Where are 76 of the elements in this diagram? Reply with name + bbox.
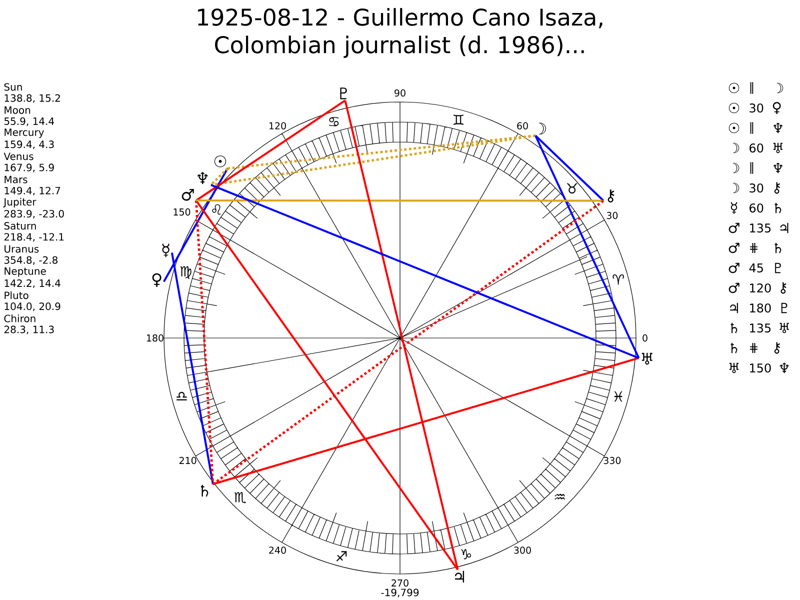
degree-label: 270	[392, 579, 408, 587]
aspect-symbol: ∥	[750, 162, 754, 174]
planet-symbol: ⚷	[780, 282, 786, 294]
planet-symbol: ♅	[773, 142, 783, 154]
planet-symbol: ☽	[732, 142, 740, 154]
coordinates-text: 138.8, 15.2	[4, 94, 60, 103]
planet-symbol: ☉	[728, 122, 740, 134]
degree-label: 0	[642, 334, 648, 342]
aspect-symbol: 30	[750, 183, 764, 193]
planet-name: Mars	[4, 176, 28, 184]
planet-symbol: ♂	[728, 262, 740, 274]
aspect-symbol: 135	[750, 323, 771, 333]
planet-symbol: ♄	[774, 202, 782, 214]
planet-name: Pluto	[4, 291, 28, 300]
planet-symbol: ☽	[732, 182, 740, 194]
planet-name: Saturn	[4, 222, 36, 230]
value-label: -19,799	[381, 588, 419, 598]
planet-symbol: ♆	[773, 122, 782, 134]
planet-symbol: ☉	[728, 82, 740, 94]
coordinates-text: 55.9, 14.4	[4, 117, 54, 126]
aspect-symbol: 60	[750, 143, 764, 153]
coordinates-text: 142.2, 14.4	[4, 279, 60, 288]
planet-symbol: ☉	[728, 102, 740, 114]
planet-symbol: ⚷	[774, 182, 780, 194]
coordinates-text: 159.4, 4.3	[4, 140, 54, 150]
aspect-symbol: 180	[750, 303, 771, 313]
aspect-symbol: ⋕	[750, 243, 758, 253]
planet-symbol: ♃	[780, 222, 788, 234]
aspect-symbol: 30	[750, 103, 764, 113]
coordinates-text: 104.0, 20.9	[4, 302, 60, 312]
planet-symbol: ♅	[729, 362, 739, 374]
planet-symbol: ♄	[730, 322, 738, 334]
planet-symbol: ♂	[728, 222, 740, 234]
planet-symbol: ♂	[728, 242, 740, 254]
coordinates-text: 167.9, 5.9	[4, 164, 54, 172]
planet-glyph: ♅	[642, 352, 652, 365]
coordinates-text: 218.4, -12.1	[4, 233, 64, 242]
planet-symbol: ♂	[728, 282, 740, 294]
planet-symbol: ☽	[732, 162, 740, 174]
coordinates-text: 28.3, 11.3	[4, 326, 54, 334]
coordinates-text: 354.8, -2.8	[4, 256, 58, 265]
planet-symbol: ♆	[780, 362, 789, 374]
planet-symbol: ♇	[781, 302, 788, 314]
planet-glyph: ♀	[152, 273, 162, 287]
planet-symbol: ♄	[774, 242, 782, 254]
planet-symbol: ♀	[772, 102, 781, 114]
coordinates-text: 149.4, 12.7	[4, 186, 60, 196]
aspect-symbol: 120	[750, 283, 771, 293]
planet-symbol: ♄	[730, 342, 738, 354]
planet-symbol: ☽	[776, 82, 784, 94]
chart-title: 1925-08-12 - Guillermo Cano Isaza, Colombian journalist (d. 1986)...	[198, 8, 602, 58]
planet-symbol: ⚷	[774, 342, 780, 354]
planet-name: Moon	[4, 106, 30, 114]
planet-name: Mercury	[4, 128, 44, 138]
planet-name: Uranus	[4, 245, 39, 253]
planet-symbol: ♇	[775, 262, 781, 274]
planet-symbol: ♃	[730, 302, 738, 314]
aspect-symbol: 150	[750, 363, 771, 373]
planet-name: Venus	[4, 152, 34, 160]
aspect-symbol: ∥	[750, 82, 754, 94]
planet-name: Jupiter	[3, 198, 36, 208]
planet-symbol: ♅	[780, 322, 789, 334]
planet-symbol: ♆	[773, 162, 782, 174]
degree-label: 180	[146, 334, 164, 342]
aspect-symbol: 45	[749, 264, 763, 272]
aspect-symbol: 135	[750, 223, 771, 233]
aspect-symbol: ∥	[750, 122, 754, 134]
planet-symbol: ☿	[730, 202, 738, 214]
planet-name: Chiron	[4, 314, 36, 322]
degree-label: 90	[394, 89, 406, 97]
planet-glyph: ♇	[340, 88, 347, 100]
coordinates-text: 283.9, -23.0	[4, 210, 64, 219]
aspect-symbol: ⋕	[750, 343, 758, 353]
aspect-symbol: 60	[750, 203, 764, 213]
planet-name: Neptune	[4, 267, 46, 277]
planet-name: Sun	[4, 83, 22, 91]
